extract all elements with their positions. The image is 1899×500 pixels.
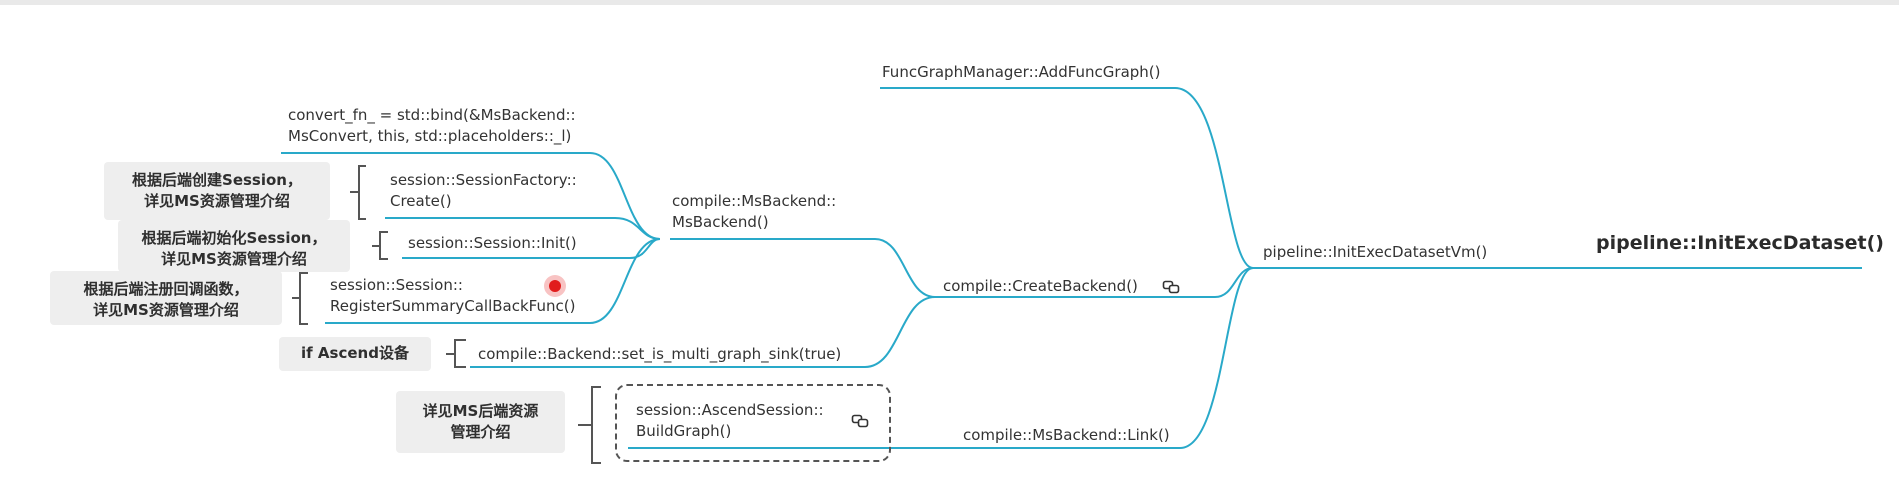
cursor-indicator	[549, 280, 561, 292]
link-icon[interactable]	[851, 414, 869, 428]
note-ms-backend-resource[interactable]: 详见MS后端资源 管理介绍	[396, 391, 565, 453]
note-register-callback-line-1: 根据后端注册回调函数，	[83, 280, 249, 298]
node-ms-backend-line-1: compile::MsBackend::	[672, 192, 837, 210]
node-set-multi-graph-sink[interactable]: compile::Backend::set_is_multi_graph_sin…	[478, 345, 842, 363]
node-register-callback-line-1: session::Session::	[330, 276, 463, 294]
note-ascend-device[interactable]: if Ascend设备	[279, 337, 431, 371]
note-init-session-line-2: 详见MS资源管理介绍	[161, 250, 307, 268]
build-graph-dashed-box	[615, 384, 891, 462]
node-build-graph[interactable]: session::AscendSession:: BuildGraph()	[636, 400, 824, 442]
connector-hub-createbackend	[935, 267, 1254, 298]
node-add-func-graph[interactable]: FuncGraphManager::AddFuncGraph()	[882, 63, 1161, 81]
root-node[interactable]: pipeline::InitExecDataset()	[1596, 232, 1884, 254]
note-create-session-line-1: 根据后端创建Session，	[132, 171, 302, 189]
node-register-callback-line-2: RegisterSummaryCallBackFunc()	[330, 297, 576, 315]
node-session-factory-create[interactable]: session::SessionFactory:: Create()	[390, 170, 577, 212]
node-build-graph-line-1: session::AscendSession::	[636, 401, 824, 419]
connector-msbackend-factory	[385, 217, 661, 240]
top-strip	[0, 0, 1899, 5]
node-link[interactable]: compile::MsBackend::Link()	[963, 426, 1170, 444]
connector-hub-link	[955, 267, 1254, 449]
note-create-session-line-2: 详见MS资源管理介绍	[144, 192, 290, 210]
note-ms-resource-line-2: 管理介绍	[450, 423, 511, 441]
node-convert-fn-line-1: convert_fn_ = std::bind(&MsBackend::	[288, 106, 576, 124]
note-ms-resource-line-1: 详见MS后端资源	[422, 402, 539, 420]
connector-createbackend-msbackend	[670, 238, 936, 298]
node-ms-backend[interactable]: compile::MsBackend:: MsBackend()	[672, 191, 836, 233]
bracket-factory	[350, 165, 366, 220]
note-register-callback[interactable]: 根据后端注册回调函数， 详见MS资源管理介绍	[50, 271, 282, 325]
note-init-session[interactable]: 根据后端初始化Session， 详见MS资源管理介绍	[118, 220, 350, 272]
bracket-init	[372, 231, 388, 260]
node-session-init[interactable]: session::Session::Init()	[408, 234, 577, 252]
bracket-ascend	[446, 339, 466, 368]
note-create-session[interactable]: 根据后端创建Session， 详见MS资源管理介绍	[104, 162, 330, 220]
node-build-graph-line-2: BuildGraph()	[636, 422, 732, 440]
node-create-backend[interactable]: compile::CreateBackend()	[943, 277, 1138, 295]
bracket-register	[292, 272, 308, 325]
link-icon[interactable]	[1162, 280, 1180, 294]
node-register-summary-callback[interactable]: session::Session:: RegisterSummaryCallBa…	[330, 275, 575, 317]
node-session-factory-line-1: session::SessionFactory::	[390, 171, 577, 189]
connector-hub-addfuncgraph	[880, 87, 1254, 269]
connector-msbackend-register	[325, 238, 661, 324]
note-register-callback-line-2: 详见MS资源管理介绍	[93, 301, 239, 319]
connector-createbackend-setmulti	[470, 296, 936, 368]
bracket-buildgraph	[578, 386, 601, 464]
note-init-session-line-1: 根据后端初始化Session，	[141, 229, 327, 247]
node-session-factory-line-2: Create()	[390, 192, 452, 210]
node-init-exec-dataset-vm[interactable]: pipeline::InitExecDatasetVm()	[1263, 243, 1488, 261]
node-convert-fn[interactable]: convert_fn_ = std::bind(&MsBackend:: MsC…	[288, 105, 576, 147]
node-convert-fn-line-2: MsConvert, this, std::placeholders::_l)	[288, 127, 572, 145]
node-ms-backend-line-2: MsBackend()	[672, 213, 769, 231]
